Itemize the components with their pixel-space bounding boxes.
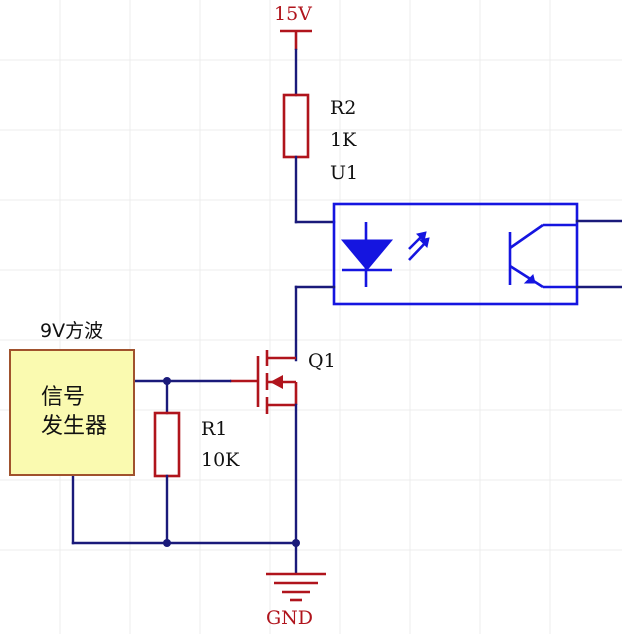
supply-symbol [280,29,312,50]
r2-name-label: R2 [330,97,357,119]
resistor-r1 [153,411,181,478]
generator-line2: 发生器 [41,413,108,439]
r1-value-label: 10K [201,449,240,471]
signal-note-label: 9V方波 [40,320,104,342]
ground-symbol [266,572,326,602]
r2-value-label: 1K [330,129,357,151]
gnd-label: GND [266,607,314,629]
mosfet-q1 [230,350,298,414]
optocoupler-u1 [332,202,579,306]
generator-line1: 信号 [41,385,86,410]
signal-generator-label: 信号 发生器 [41,384,107,441]
supply-label: 15V [274,3,312,25]
u1-name-label: U1 [330,162,359,184]
signal-generator-block: 信号 发生器 [9,349,135,476]
q1-name-label: Q1 [308,350,336,372]
r1-name-label: R1 [201,418,228,440]
junction-r1-ground [163,539,171,547]
resistor-r2 [282,93,310,159]
